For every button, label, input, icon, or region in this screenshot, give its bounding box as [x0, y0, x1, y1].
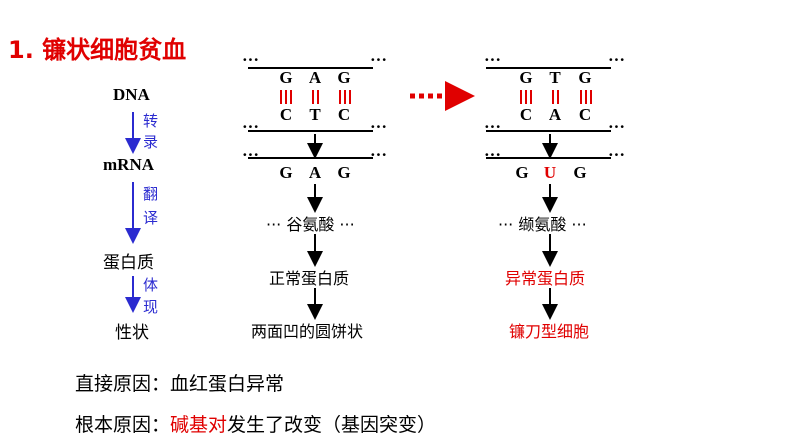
- mutant-mrna-dots-l: ···: [484, 145, 502, 164]
- normal-protein: 正常蛋白质: [269, 269, 350, 288]
- mutant-dots-bl: ···: [484, 117, 502, 136]
- root-cause-text: 发生了改变（基因突变）: [227, 414, 437, 436]
- root-cause-highlight: 碱基对: [170, 414, 228, 436]
- normal-dna-bottom-strand: [248, 130, 373, 132]
- normal-bond-3b: [344, 90, 346, 104]
- mutant-bond-1c: [530, 90, 532, 104]
- normal-top-base-3: G: [337, 68, 351, 87]
- translation-char-1: 翻: [143, 185, 159, 203]
- trait-label: 性状: [115, 323, 149, 343]
- page-title: 1. 镰状细胞贫血: [8, 36, 187, 64]
- root-cause-label: 根本原因：: [75, 414, 171, 436]
- normal-dna-top-strand: [248, 67, 373, 69]
- transcription-char-2: 录: [143, 133, 159, 151]
- normal-bond-1a: [280, 90, 282, 104]
- mutant-mrna-base-3: G: [573, 163, 587, 182]
- normal-mrna-base-3: G: [337, 163, 351, 182]
- normal-bond-3a: [339, 90, 341, 104]
- mutant-dots-tr: ···: [608, 50, 626, 69]
- normal-amino-acid: ··· 谷氨酸 ···: [266, 215, 355, 234]
- normal-bottom-base-2: T: [309, 105, 321, 124]
- mutant-dna-top-strand: [486, 67, 611, 69]
- normal-bond-1c: [290, 90, 292, 104]
- mutant-top-base-3: G: [578, 68, 592, 87]
- mutant-bond-3a: [580, 90, 582, 104]
- mutant-mrna-base-1: G: [515, 163, 529, 182]
- normal-top-base-1: G: [279, 68, 293, 87]
- mutant-amino-acid: ··· 缬氨酸 ···: [498, 215, 587, 234]
- manifest-char-2: 现: [143, 298, 159, 316]
- mutant-bottom-base-2: A: [548, 105, 562, 124]
- normal-mrna-strand: [248, 157, 373, 159]
- normal-dots-tl: ···: [242, 50, 260, 69]
- normal-bottom-base-3: C: [337, 105, 351, 124]
- normal-mrna-base-1: G: [279, 163, 293, 182]
- direct-cause-label: 直接原因：: [75, 373, 171, 395]
- normal-cell-shape: 两面凹的圆饼状: [251, 322, 364, 341]
- mutant-dots-br: ···: [608, 117, 626, 136]
- mutant-mrna-base-2: U: [543, 163, 557, 182]
- mutant-protein: 异常蛋白质: [505, 269, 586, 288]
- mutant-dna-bottom-strand: [486, 130, 611, 132]
- normal-top-base-2: A: [308, 68, 322, 87]
- manifest-char-1: 体: [143, 276, 159, 294]
- normal-dots-bl: ···: [242, 117, 260, 136]
- mutant-bond-2a: [552, 90, 554, 104]
- normal-bond-2b: [317, 90, 319, 104]
- normal-bottom-base-1: C: [279, 105, 293, 124]
- direct-cause: 直接原因：血红蛋白异常: [75, 369, 284, 396]
- normal-mrna-dots-r: ···: [370, 145, 388, 164]
- normal-dots-tr: ···: [370, 50, 388, 69]
- root-cause: 根本原因：碱基对发生了改变（基因突变）: [75, 410, 436, 437]
- mutant-cell-shape: 镰刀型细胞: [509, 322, 590, 341]
- normal-mrna-base-2: A: [308, 163, 322, 182]
- mrna-label: mRNA: [103, 155, 154, 174]
- normal-bond-2a: [312, 90, 314, 104]
- mutant-mrna-strand: [486, 157, 611, 159]
- protein-label: 蛋白质: [103, 253, 154, 273]
- mutant-mrna-dots-r: ···: [608, 145, 626, 164]
- mutant-bottom-base-3: C: [578, 105, 592, 124]
- normal-bond-3c: [349, 90, 351, 104]
- mutant-top-base-1: G: [519, 68, 533, 87]
- normal-mrna-dots-l: ···: [242, 145, 260, 164]
- normal-dots-br: ···: [370, 117, 388, 136]
- direct-cause-text: 血红蛋白异常: [170, 373, 285, 395]
- mutant-top-base-2: T: [549, 68, 561, 87]
- mutant-bond-3c: [590, 90, 592, 104]
- mutant-bond-2b: [557, 90, 559, 104]
- mutant-bottom-base-1: C: [519, 105, 533, 124]
- mutant-bond-1a: [520, 90, 522, 104]
- normal-bond-1b: [285, 90, 287, 104]
- mutant-bond-1b: [525, 90, 527, 104]
- mutant-dots-tl: ···: [484, 50, 502, 69]
- transcription-char-1: 转: [143, 112, 159, 130]
- translation-char-2: 译: [143, 209, 159, 227]
- mutant-bond-3b: [585, 90, 587, 104]
- dna-label: DNA: [113, 85, 150, 104]
